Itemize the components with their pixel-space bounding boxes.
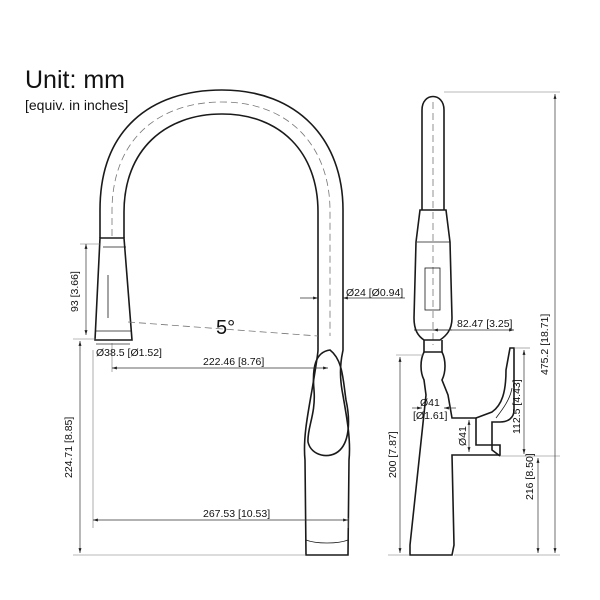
side-spray-head (413, 209, 453, 341)
side-handle (475, 347, 515, 457)
dim-handle-base-height: 216 [8.50] (524, 453, 536, 500)
dim-reach-total: 267.53 [10.53] (203, 508, 270, 520)
unit-label: Unit: mm (25, 66, 125, 94)
dim-base-diameter-side: Ø41 (457, 426, 469, 446)
spray-head (94, 237, 133, 341)
dim-reach-center: 222.46 [8.76] (203, 356, 264, 368)
dim-body-height: 200 [7.87] (387, 431, 399, 478)
front-view: 5° 93 [3.66] Ø38.5 [Ø1.52] Ø24 [Ø0.94] 2… (63, 89, 405, 556)
dim-total-height: 475.2 [18.71] (539, 314, 551, 375)
lever-handle (307, 349, 350, 457)
side-spray-button (424, 267, 441, 311)
spout-centerline (111, 101, 331, 336)
side-view: 82.47 [3.25] 475.2 [18.71] Ø41 [Ø1.61] Ø… (387, 91, 560, 556)
dim-tube-diameter: Ø24 [Ø0.94] (346, 287, 403, 299)
spout-outline (99, 89, 344, 350)
side-upper-tube (421, 95, 445, 210)
equiv-label: [equiv. in inches] (25, 97, 128, 113)
side-faucet-body (409, 351, 501, 556)
dim-base-diameter-top-in: [Ø1.61] (413, 410, 448, 422)
dim-base-height: 224.71 [8.85] (63, 417, 75, 478)
dim-base-diameter-top: Ø41 (420, 397, 440, 409)
dim-spray-diameter: Ø38.5 [Ø1.52] (96, 347, 162, 359)
angle-label: 5° (216, 317, 235, 339)
dim-handle-height: 112.5 [4.43] (511, 379, 523, 434)
spout-inner-outline (123, 113, 319, 350)
dim-spray-head-height: 93 [3.66] (69, 271, 81, 312)
dim-handle-offset: 82.47 [3.25] (457, 318, 513, 330)
angle-line (127, 321, 319, 337)
